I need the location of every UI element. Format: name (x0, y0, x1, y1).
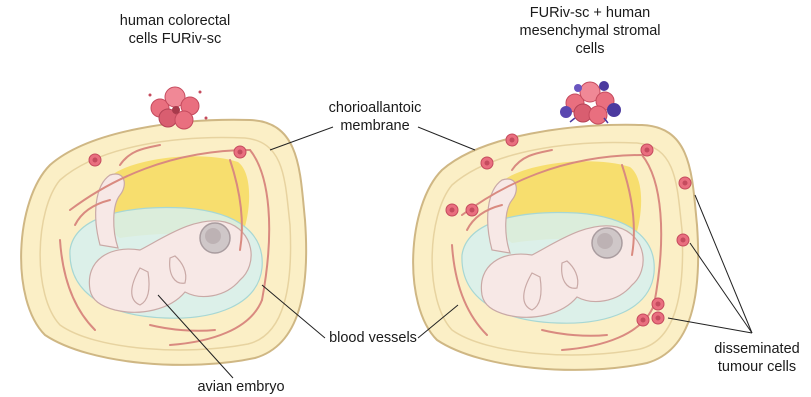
membrane-line-2: membrane (320, 117, 430, 135)
stromal-cell (607, 103, 621, 117)
right-egg (413, 125, 698, 370)
tumour-cell-marker (481, 157, 493, 169)
right-cells-line-1: FURiv-sc + human (505, 4, 675, 22)
right-cells-label: FURiv-sc + human mesenchymal stromal cel… (505, 4, 675, 58)
disseminated-line-1: disseminated (705, 340, 809, 358)
tumour-cell-marker (89, 154, 101, 166)
left-cells-line-1: human colorectal (100, 12, 250, 30)
left-cells-label: human colorectal cells FURiv-sc (100, 12, 250, 48)
stromal-cell (574, 84, 582, 92)
embryo-label: avian embryo (196, 378, 286, 396)
left-egg (21, 120, 306, 365)
right-cells-line-2: mesenchymal stromal (505, 22, 675, 40)
tumour-cell-marker (446, 204, 458, 216)
disseminated-line-2: tumour cells (705, 358, 809, 376)
membrane-label: chorioallantoic membrane (320, 99, 430, 135)
vessels-label: blood vessels (323, 329, 423, 347)
tumour-cell-marker (641, 144, 653, 156)
left-cells-line-2: cells FURiv-sc (100, 30, 250, 48)
tumour-cell-marker (234, 146, 246, 158)
right-tumour-cluster (560, 81, 621, 124)
right-cells-line-3: cells (505, 40, 675, 58)
tumour-cell-marker (506, 134, 518, 146)
disseminated-label: disseminated tumour cells (705, 340, 809, 376)
tumour-cell-marker (466, 204, 478, 216)
stromal-cell (560, 106, 572, 118)
membrane-line-1: chorioallantoic (320, 99, 430, 117)
stromal-cell (599, 81, 609, 91)
